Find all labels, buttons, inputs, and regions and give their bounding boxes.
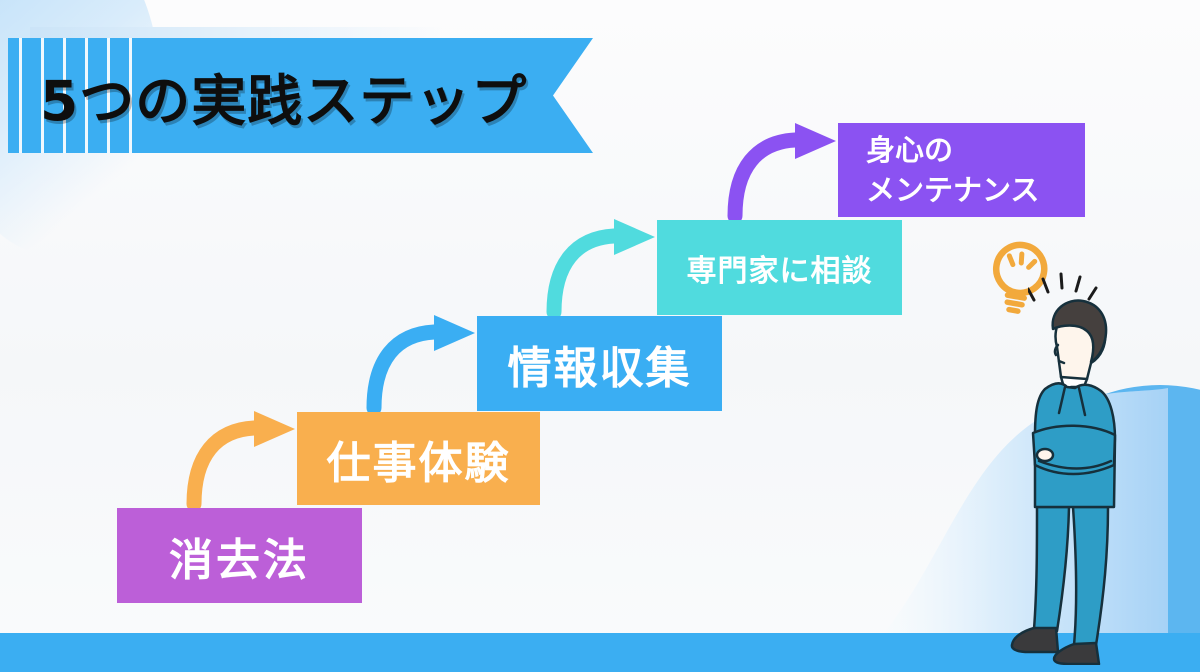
arrow-step3-to-step4 <box>546 219 655 316</box>
arrow-step2-to-step3 <box>366 315 475 412</box>
back-shoe <box>1052 641 1101 665</box>
businessman-illustration <box>1010 299 1117 665</box>
step-box-work-experience: 仕事体験 <box>297 412 540 505</box>
step-box-info-gathering: 情報収集 <box>477 316 722 411</box>
step-label-line1: 身心の <box>866 132 954 167</box>
step-box-elimination: 消去法 <box>117 508 362 603</box>
page-title: 5つの実践ステップ <box>40 68 528 133</box>
hair <box>1051 299 1108 364</box>
arrow-step4-to-step5 <box>727 123 836 220</box>
arrow-step1-to-step2 <box>186 411 295 508</box>
front-shoe <box>1010 626 1060 654</box>
banner-stripes <box>8 38 138 153</box>
step-box-mind-body-maintenance: 身心の メンテナンス <box>838 123 1085 217</box>
step-label: 仕事体験 <box>326 437 511 489</box>
title-banner: 5つの実践ステップ <box>8 38 593 153</box>
step-box-consult-expert: 専門家に相談 <box>657 220 902 315</box>
step-label-line2: メンテナンス <box>866 173 1040 207</box>
step-label: 消去法 <box>169 534 310 586</box>
lightbulb-icon <box>992 241 1048 314</box>
idea-rays-icon <box>1028 272 1098 302</box>
crossed-arms <box>1031 424 1117 476</box>
step-label: 専門家に相談 <box>686 253 873 289</box>
hand <box>1035 447 1055 463</box>
step-label: 情報収集 <box>507 342 692 394</box>
bottom-bar <box>0 633 1200 672</box>
